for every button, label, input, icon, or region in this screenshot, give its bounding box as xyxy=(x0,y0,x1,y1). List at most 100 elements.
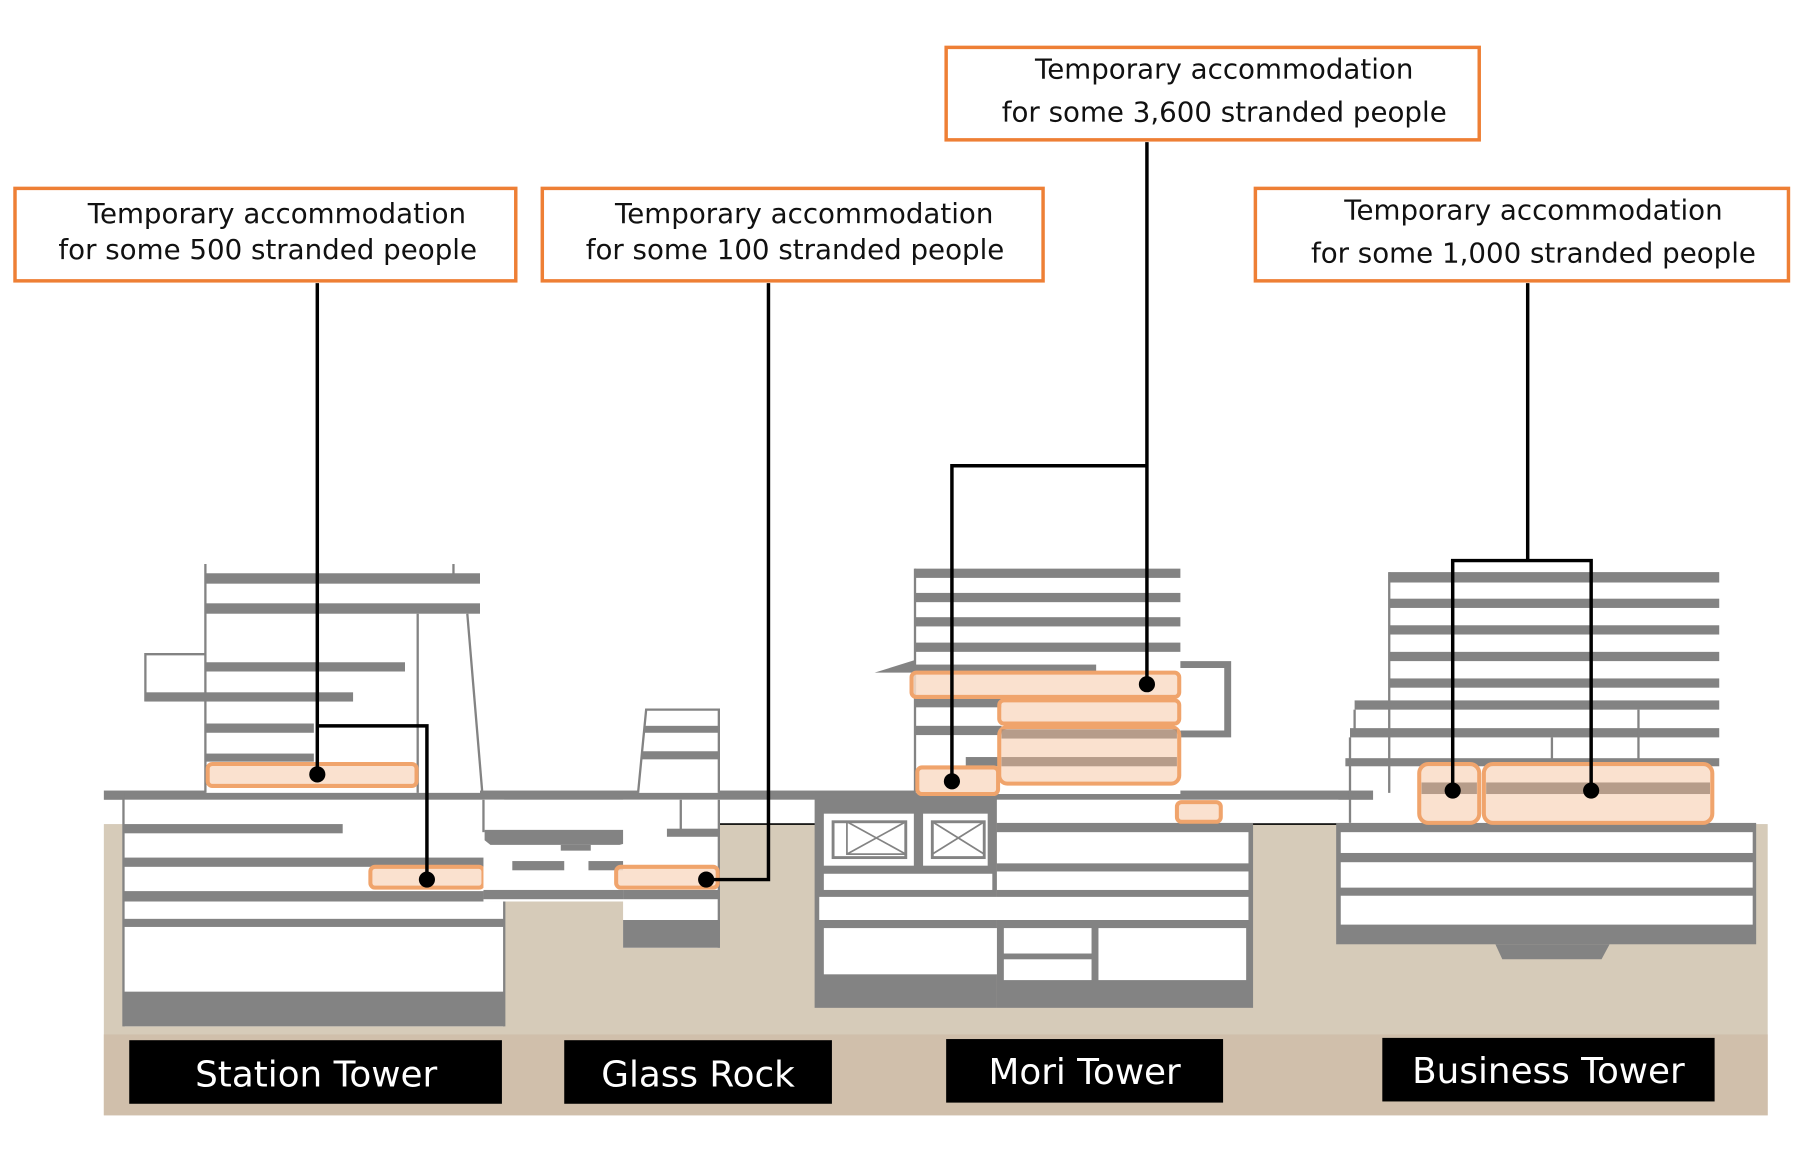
callout-glass-rock: Temporary accommodation for some 100 str… xyxy=(540,186,1045,283)
business-floor xyxy=(1389,572,1720,583)
leader-line-glass-rock xyxy=(706,283,771,882)
glass-rock-floor xyxy=(623,889,720,900)
label-glass-rock: Glass Rock xyxy=(564,1040,832,1104)
callout-station-tower: Temporary accommodation for some 500 str… xyxy=(13,186,518,283)
label-station-tower: Station Tower xyxy=(129,1040,502,1104)
label-background xyxy=(1382,1037,1715,1102)
station-sloped-wall xyxy=(466,613,484,793)
callout-line1: Temporary accommodation xyxy=(87,197,466,230)
building-business-tower xyxy=(1336,572,1757,960)
accommodation-zone xyxy=(997,698,1182,726)
leader-lines xyxy=(309,142,1600,888)
callout-line2: for some 100 stranded people xyxy=(586,233,1005,266)
callout-box xyxy=(540,186,1045,283)
business-floor xyxy=(1389,651,1720,662)
building-name: Station Tower xyxy=(195,1054,437,1095)
accommodation-zone xyxy=(614,864,720,890)
link-floor xyxy=(560,844,591,851)
callout-line2: for some 1,000 stranded people xyxy=(1311,236,1756,269)
building-station-tower xyxy=(122,564,506,1027)
zone-floor-band xyxy=(1001,757,1177,767)
callout-line1: Temporary accommodation xyxy=(1034,53,1413,86)
mori-podium-room xyxy=(1098,928,1247,981)
leader-line-mori-branch xyxy=(950,464,1147,782)
callout-box xyxy=(944,45,1481,142)
label-background xyxy=(564,1040,832,1104)
business-floor xyxy=(1389,678,1720,688)
callout-business-tower: Temporary accommodation for some 1,000 s… xyxy=(1253,186,1791,283)
building-mori-tower xyxy=(814,568,1254,1008)
mori-floor xyxy=(915,568,1181,578)
mori-floor xyxy=(965,757,1002,767)
mori-floor xyxy=(915,592,1181,603)
mori-floor xyxy=(915,698,1002,708)
station-floor xyxy=(205,753,314,762)
leader-dot xyxy=(943,773,960,790)
business-foundation-key xyxy=(1495,944,1610,960)
leader-dot xyxy=(698,871,715,888)
accommodation-zone xyxy=(909,670,1182,699)
zone-floor-band xyxy=(1001,729,1177,739)
station-floor xyxy=(205,723,314,733)
mori-podium-room xyxy=(996,832,1249,864)
callout-box xyxy=(13,186,518,283)
business-podium-room xyxy=(1340,862,1753,888)
link-floor xyxy=(483,889,720,900)
building-name: Glass Rock xyxy=(601,1054,795,1095)
station-floor xyxy=(123,891,505,902)
building-name: Business Tower xyxy=(1412,1051,1685,1092)
business-floor xyxy=(1350,728,1720,738)
link-floor xyxy=(588,861,641,871)
mori-floor xyxy=(915,617,1181,627)
mori-podium-room xyxy=(996,799,1224,823)
building-glass-rock xyxy=(482,708,720,948)
building-name: Mori Tower xyxy=(988,1052,1181,1093)
callout-box xyxy=(1253,186,1791,283)
mori-floor xyxy=(915,664,1097,674)
mori-podium-room xyxy=(1003,959,1092,981)
business-podium-room xyxy=(1340,832,1753,853)
leader-line-station-branch xyxy=(317,724,429,880)
leader-line-business-branch xyxy=(1450,558,1593,791)
leader-dot xyxy=(1138,676,1155,693)
station-floor xyxy=(123,918,505,927)
accommodation-zone xyxy=(1174,800,1223,824)
station-floor xyxy=(205,573,480,584)
mori-podium-room xyxy=(996,871,1249,890)
station-annex-wall xyxy=(144,653,206,702)
deck-underside-right xyxy=(1223,799,1339,825)
glass-rock-foundation xyxy=(623,920,720,948)
business-floor xyxy=(1354,700,1720,710)
mori-void-icon xyxy=(831,820,908,860)
station-podium xyxy=(123,799,505,1027)
glass-rock-floor xyxy=(666,828,719,837)
mori-podium-room xyxy=(819,896,1249,920)
mori-canopy xyxy=(874,659,915,673)
callout-line2: for some 3,600 stranded people xyxy=(1002,95,1447,128)
leader-dot xyxy=(1583,782,1600,799)
business-podium-room xyxy=(1340,895,1753,925)
deck-slab xyxy=(103,790,1374,800)
leader-dot xyxy=(309,766,326,783)
station-floor xyxy=(145,692,354,702)
mori-podium-room xyxy=(823,928,997,975)
station-floor xyxy=(123,824,343,834)
callout-line2: for some 500 stranded people xyxy=(58,233,477,266)
leader-dot xyxy=(1444,782,1461,799)
mori-podium-room xyxy=(823,873,993,890)
label-background xyxy=(129,1040,502,1104)
business-floor xyxy=(1389,598,1720,608)
station-floor xyxy=(205,662,405,672)
station-floor xyxy=(123,857,505,867)
business-floor xyxy=(1389,625,1720,635)
mori-podium-room xyxy=(1003,928,1092,954)
mori-floor xyxy=(915,642,1181,652)
glass-rock-floor xyxy=(643,725,719,733)
mori-wing xyxy=(1180,661,1232,738)
leader-dot xyxy=(418,871,435,888)
station-foundation xyxy=(123,991,505,1027)
label-business-tower: Business Tower xyxy=(1382,1037,1715,1102)
callout-line1: Temporary accommodation xyxy=(1343,194,1722,227)
accommodation-zone xyxy=(997,724,1182,786)
